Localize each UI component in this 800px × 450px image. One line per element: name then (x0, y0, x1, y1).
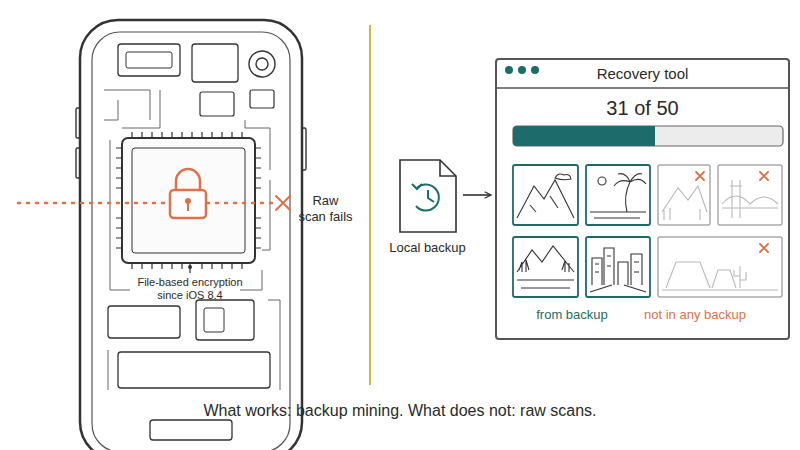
window-dot (505, 66, 513, 74)
side-button (302, 128, 306, 170)
street-sketch (590, 248, 646, 292)
chip-pins (116, 132, 261, 269)
circuit-trace (104, 90, 270, 290)
component (126, 52, 172, 68)
photo-thumbnail (718, 165, 782, 225)
missing-marks (696, 172, 768, 252)
node-text: from backup (507, 307, 637, 323)
progress-fill (513, 126, 655, 146)
phone-outline (80, 20, 302, 450)
history-arc (416, 185, 439, 211)
clock-hands (428, 190, 434, 202)
lake-sketch (517, 246, 574, 288)
cloud-sketch (555, 174, 571, 180)
photo-thumbnail (586, 165, 650, 225)
chip-label: File-based encryption since iOS 8.4 (125, 276, 255, 302)
lock-icon (170, 169, 206, 218)
caption: What works: backup mining. What does not… (0, 401, 800, 420)
progress-track (513, 126, 783, 146)
desert-sketch (662, 262, 778, 290)
side-button (76, 108, 80, 138)
flow-arrow (463, 194, 491, 196)
lock-body (170, 190, 206, 218)
failure-note: Raw scan fails (297, 193, 354, 224)
missing-thumbnails (658, 165, 782, 297)
node-text: Local backup (382, 240, 473, 256)
component (196, 300, 254, 340)
mountain-sketch (517, 180, 574, 218)
scan-line (18, 202, 272, 205)
missing-x (760, 172, 768, 180)
phone-illustration (76, 20, 306, 450)
phone-inner (92, 32, 290, 450)
chip-body (122, 138, 255, 263)
backup-file: Local backup (395, 155, 460, 260)
camera (256, 58, 268, 70)
photo-thumbnail (658, 237, 782, 297)
component (192, 44, 238, 82)
node-text: Recovery tool (497, 65, 788, 83)
bridge-sketch (722, 180, 778, 218)
missing-x (760, 244, 768, 252)
history-arrowhead (412, 184, 422, 189)
recovered-thumbnails (513, 165, 650, 297)
component (118, 44, 180, 76)
component (200, 92, 234, 116)
side-button (76, 148, 80, 178)
mountain-sketch (662, 186, 707, 220)
leader-dot (188, 265, 192, 269)
chip-die (132, 148, 245, 253)
missing-x (696, 172, 704, 180)
fail-mark (276, 196, 290, 210)
keyhole (187, 203, 189, 211)
photo-thumbnail (586, 237, 650, 297)
window-dot (531, 66, 539, 74)
component (204, 308, 224, 332)
sun-sketch (598, 177, 606, 185)
chip (116, 132, 261, 269)
photo-thumbnail (513, 237, 578, 297)
window-chrome (496, 66, 789, 146)
file-fold (440, 160, 456, 176)
connector-port (150, 420, 232, 440)
component (250, 90, 274, 108)
component (118, 352, 270, 388)
backup-file-icon (400, 160, 456, 232)
photo-thumbnail (513, 165, 578, 225)
window-dot (518, 66, 526, 74)
divider (369, 25, 371, 385)
camera (249, 51, 275, 77)
palm-sketch (590, 174, 646, 218)
component (108, 306, 180, 338)
circuit-trace (108, 300, 280, 390)
node-text: not in any backup (625, 307, 765, 323)
photo-thumbnail (658, 165, 710, 225)
title-bar-line (496, 87, 789, 88)
lock-shackle (176, 169, 200, 190)
node-text: 31 of 50 (497, 96, 788, 120)
file-outline (400, 160, 456, 232)
recovery-window: Recovery tool 31 of 50 from backupnot in a… (495, 58, 790, 340)
